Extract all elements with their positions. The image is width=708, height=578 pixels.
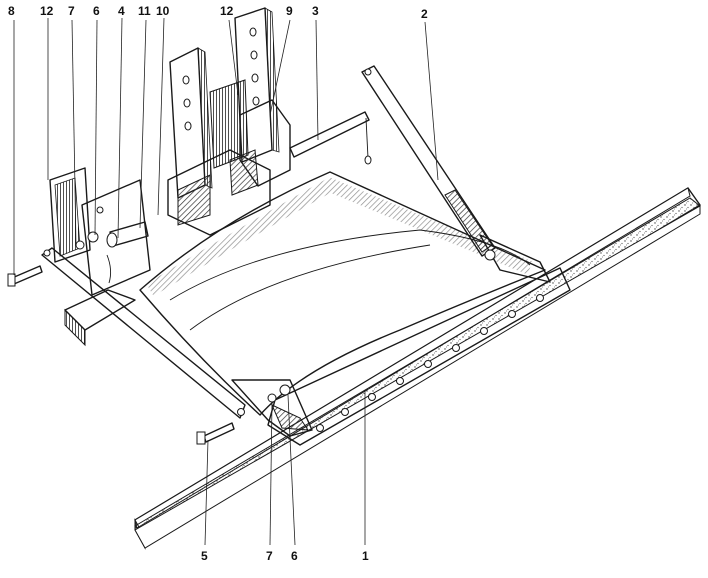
leader-lines <box>13 17 439 546</box>
lower-bracket <box>231 379 313 437</box>
left-strap <box>41 247 246 419</box>
callout-4: 4 <box>118 4 125 18</box>
callout-6-bottom: 6 <box>291 549 298 563</box>
callout-8: 8 <box>8 4 15 18</box>
callout-7-top: 7 <box>68 4 75 18</box>
threaded-rod <box>289 111 372 165</box>
callout-3: 3 <box>312 4 319 18</box>
bolt-8 <box>7 265 43 287</box>
callout-1: 1 <box>362 549 369 563</box>
curved-base <box>139 171 546 416</box>
right-strap <box>361 65 551 283</box>
callout-6-top: 6 <box>93 4 100 18</box>
upright-post-right <box>234 7 280 163</box>
left-clamp <box>49 167 151 296</box>
callout-7-bottom: 7 <box>266 549 273 563</box>
callout-12-left: 12 <box>40 4 54 18</box>
callouts: 8 12 7 6 4 11 10 12 9 3 2 5 7 6 1 <box>8 4 428 563</box>
left-foot <box>64 289 136 347</box>
callout-12-right: 12 <box>220 4 234 18</box>
base-block <box>167 149 271 236</box>
bolt-5 <box>196 422 235 445</box>
callout-11: 11 <box>138 4 151 18</box>
callout-9: 9 <box>286 4 293 18</box>
callout-2: 2 <box>421 7 428 21</box>
callout-5: 5 <box>201 549 208 563</box>
callout-10: 10 <box>156 4 170 18</box>
